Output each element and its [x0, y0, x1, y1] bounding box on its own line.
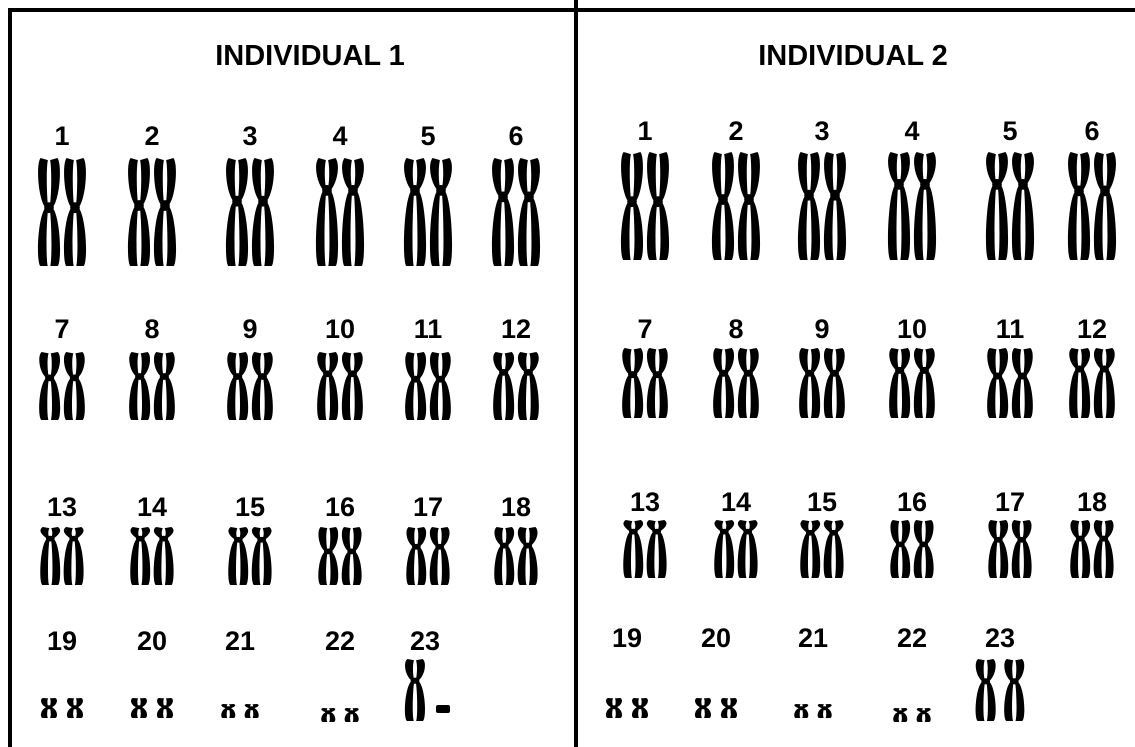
chromatid [1004, 659, 1014, 721]
centromere [1010, 678, 1019, 684]
chromatid [986, 659, 996, 721]
centromere [981, 678, 990, 684]
chromatid [1015, 659, 1025, 721]
chromatid [976, 659, 986, 721]
chromosome [976, 659, 996, 721]
chromosome [1004, 659, 1024, 721]
